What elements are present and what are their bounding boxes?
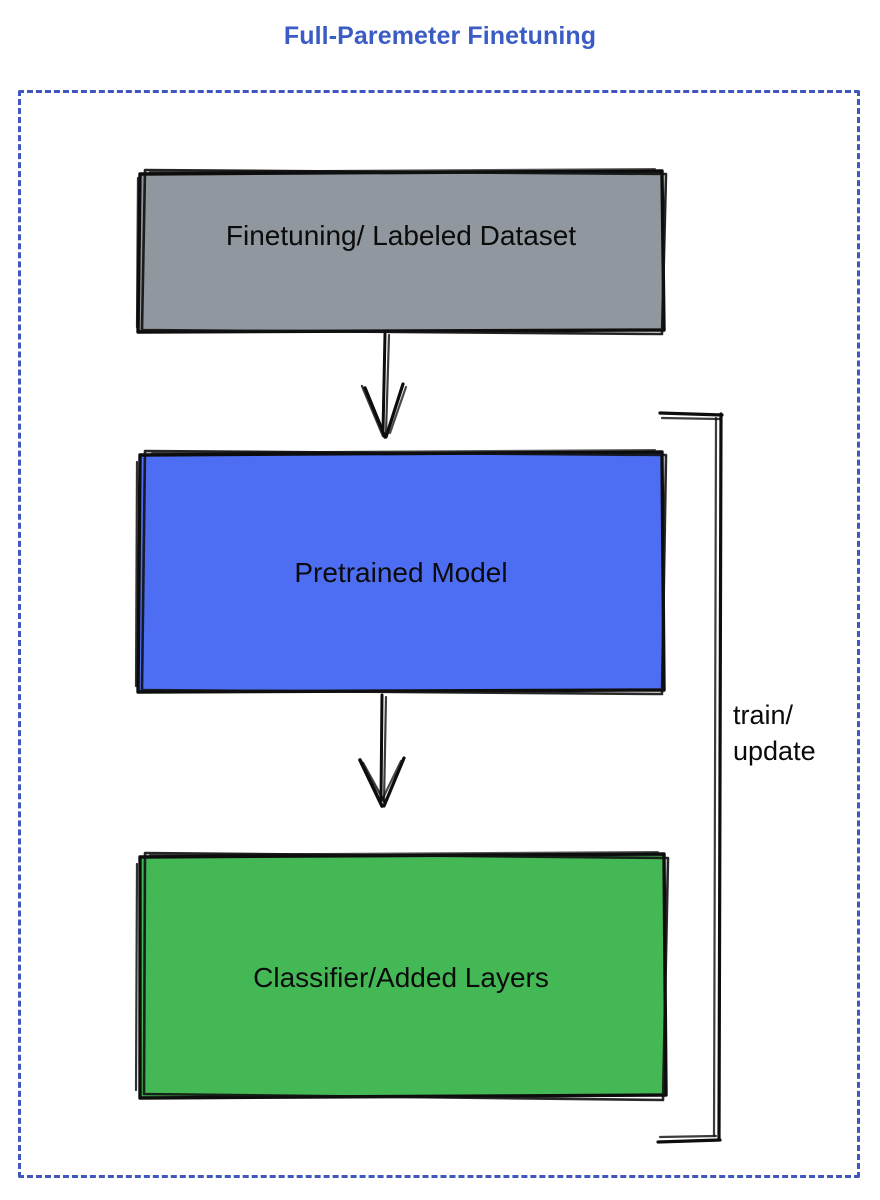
feedback-loop-label: train/ update bbox=[733, 700, 816, 766]
node-dataset-outline-sketch bbox=[140, 168, 668, 336]
node-dataset[interactable] bbox=[135, 168, 668, 336]
node-dataset-edge-left bbox=[135, 176, 140, 329]
page-title: Full-Paremeter Finetuning bbox=[283, 22, 597, 50]
node-dataset-edge-top bbox=[149, 168, 656, 173]
node-model-outline-sketch bbox=[140, 449, 668, 696]
node-dataset-label: Finetuning/ Labeled Dataset bbox=[225, 220, 577, 251]
dashed-boundary-container bbox=[18, 90, 860, 1178]
node-model-edge-top bbox=[151, 449, 656, 454]
node-model[interactable] bbox=[134, 449, 668, 696]
node-classifier-edge-left bbox=[134, 862, 139, 1092]
node-classifier-outline-sketch bbox=[142, 851, 670, 1102]
node-classifier-label: Classifier/Added Layers bbox=[253, 962, 549, 993]
node-classifier-fill bbox=[141, 855, 667, 1099]
node-dataset-fill bbox=[139, 172, 665, 333]
node-classifier-edge-bottom bbox=[149, 851, 659, 856]
node-model-label: Pretrained Model bbox=[294, 557, 508, 588]
node-classifier[interactable] bbox=[134, 851, 670, 1102]
node-model-edge-left bbox=[134, 460, 139, 688]
node-model-fill bbox=[139, 453, 665, 693]
